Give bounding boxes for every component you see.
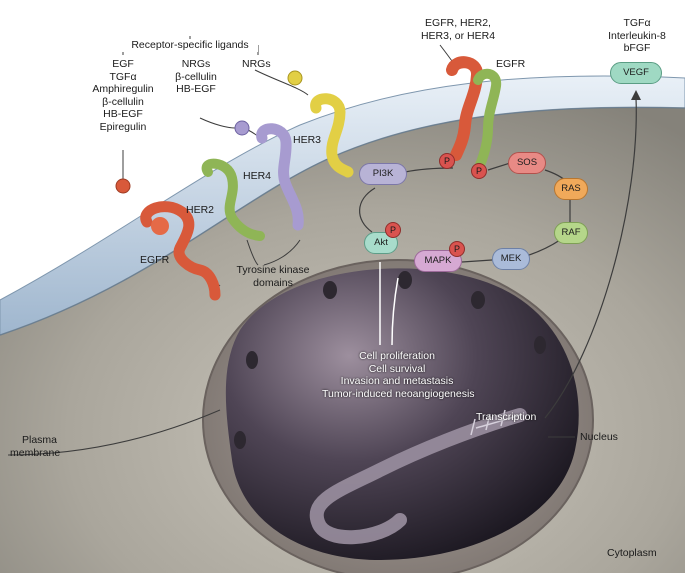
cell-outcomes-list: Cell proliferation Cell survival Invasio… [322,350,475,400]
phospho-akt: P [385,222,401,238]
dna-chromatin [309,408,527,545]
egfr-left-receptor [140,201,221,301]
ligand-amphiregulin: Amphiregulin [92,83,154,95]
vegf-arrowhead [631,90,641,100]
dimer-partners-line2: HER3, or HER4 [420,29,496,42]
outcome-proliferation: Cell proliferation [359,350,435,362]
mapk-node: MAPK [414,250,462,272]
plasma-membrane-line1: Plasma [22,434,58,446]
ligand-beta-cellulin: β-cellulin [102,95,144,108]
egfr-dimer-left [446,56,483,161]
receptor-ligands-header: Receptor-specific ligands [122,39,258,52]
mek-label: MEK [500,253,522,264]
transcription-to-vegf-arrow [544,97,637,419]
her4-ligand-list: NRGs β-cellulin HB-EGF [160,58,232,96]
egfr-top-text: EGFR [496,58,526,70]
nucleus-text: Nucleus [580,431,618,443]
phospho-label: P [453,244,460,254]
her4-receptor [256,123,304,231]
outcome-neoangiogenesis: Tumor-induced neoangiogenesis [322,387,475,400]
egfr-left-text: EGFR [140,254,170,266]
secreted-interleukin-8: Interleukin-8 [608,29,666,42]
egfr-dimer-right [473,68,502,170]
phospho-egfr-left: P [439,153,455,169]
outcome-invasion: Invasion and metastasis [340,375,454,387]
phospho-label: P [389,225,396,235]
nucleus-interior [225,268,579,560]
her2-receptor [201,158,265,241]
egfr-left-label: EGFR [140,254,169,267]
raf-label: RAF [561,227,581,238]
her3-label: HER3 [293,134,321,147]
transcription-label: Transcription [476,411,536,424]
ligand-egf: EGF [112,58,134,70]
her3-receptor [310,93,354,178]
ras-label: RAS [561,183,581,194]
raf-node: RAF [554,222,588,244]
cytoplasm-text: Cytoplasm [607,547,657,559]
phospho-egfr-right: P [471,163,487,179]
ligand-epiregulin: Epiregulin [99,120,147,133]
her3-text: HER3 [293,134,322,146]
ligand-nrgs: NRGs [181,58,211,70]
dimer-partners-line1: EGFR, HER2, [425,17,491,29]
outcome-survival: Cell survival [368,362,426,375]
phospho-label: P [443,156,450,166]
egfr-top-label: EGFR [496,58,525,71]
transcription-text: Transcription [476,411,537,423]
ligand-beta-cellulin-2: β-cellulin [175,70,217,83]
cytoplasm-label: Cytoplasm [607,547,657,560]
sos-node: SOS [508,152,546,174]
plasma-membrane-line2: membrane [10,446,61,459]
her3-ligand-label: NRGs [242,58,271,71]
mapk-to-nucleus-arrow [391,277,399,346]
secreted-tgfa: TGFα [623,17,651,29]
mek-node: MEK [492,248,530,270]
her4-text: HER4 [243,170,272,182]
pi3k-label: PI3K [372,168,394,179]
mapk-label: MAPK [424,255,452,266]
secreted-factors-label: TGFα Interleukin-8 bFGF [596,17,678,55]
vegf-label: VEGF [623,67,649,78]
ras-node: RAS [554,178,588,200]
plasma-membrane-label: Plasma membrane [10,434,60,459]
her2-text: HER2 [186,204,215,216]
ligand-hb-egf-2: HB-EGF [176,83,216,95]
akt-label: Akt [374,237,388,248]
receptor-ligands-header-text: Receptor-specific ligands [131,39,249,51]
phospho-label: P [475,166,482,176]
her2-label: HER2 [186,204,214,217]
vegf-node: VEGF [610,62,662,84]
nucleus-label: Nucleus [580,431,618,444]
dna-helix [470,409,521,436]
her3-ligand-text: NRGs [242,58,271,70]
tyrosine-kinase-label: Tyrosine kinase domains [228,264,318,289]
sos-label: SOS [516,157,538,168]
tyrosine-kinase-line1: Tyrosine kinase [236,264,310,276]
secreted-bfgf: bFGF [623,42,651,54]
ligand-hb-egf: HB-EGF [103,108,143,120]
pi3k-node: PI3K [359,163,407,185]
egfr-ligand-list: EGF TGFα Amphiregulin β-cellulin HB-EGF … [82,58,164,133]
her4-label: HER4 [243,170,271,183]
ligand-tgfa: TGFα [109,70,137,83]
phospho-mapk: P [449,241,465,257]
nuclear-pores [234,271,546,449]
ligand-spheres [115,70,303,194]
dimer-partners-label: EGFR, HER2, HER3, or HER4 [410,17,506,42]
tyrosine-kinase-line2: domains [253,276,293,289]
